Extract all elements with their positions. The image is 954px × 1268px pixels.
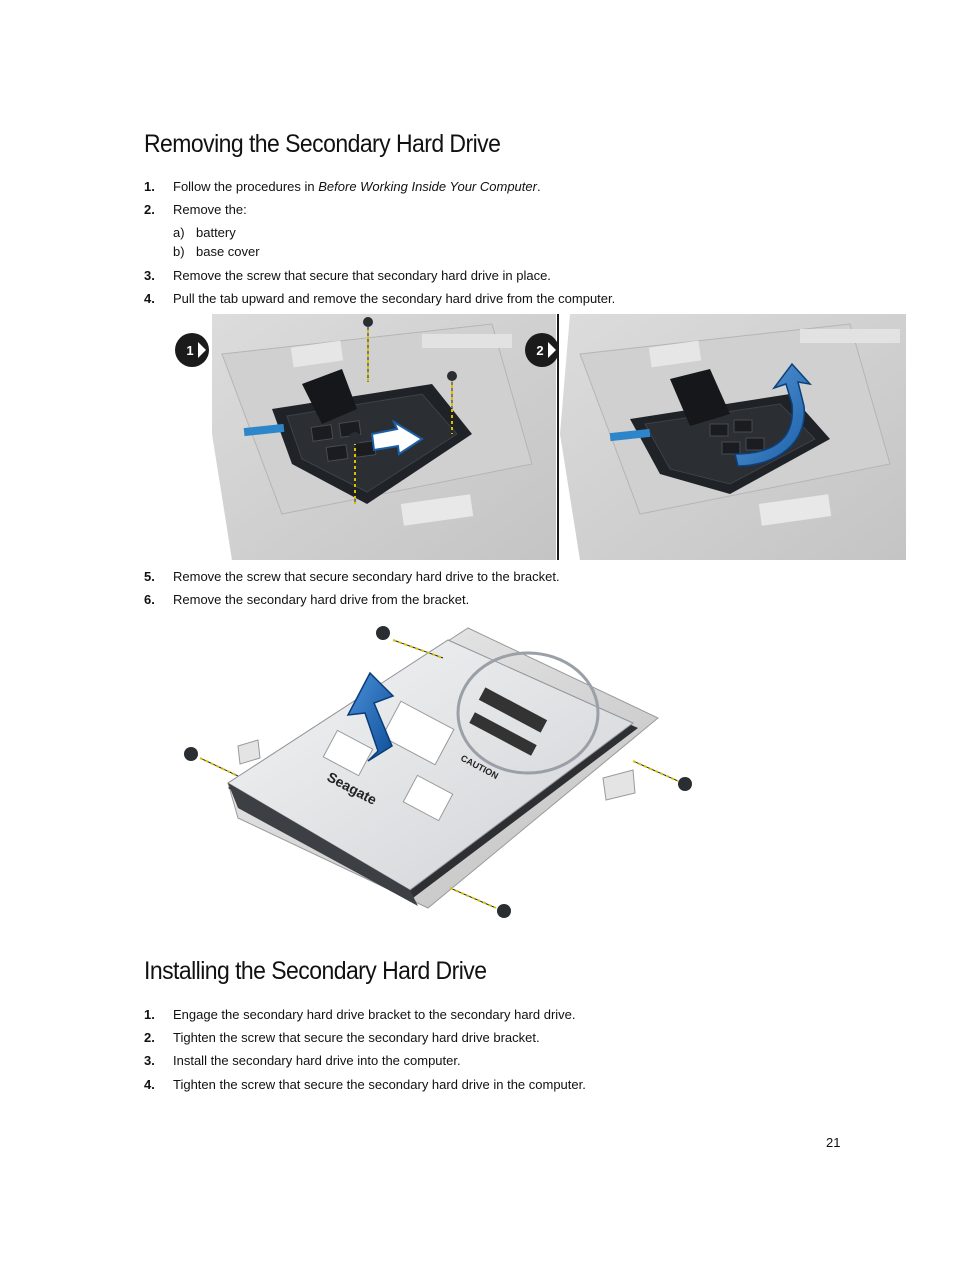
step-number: 6. bbox=[144, 592, 155, 607]
figure-remove-drive-from-computer: 1 2 bbox=[172, 314, 906, 560]
panel-1: 1 bbox=[172, 314, 556, 560]
page-number: 21 bbox=[826, 1135, 841, 1150]
svg-text:2: 2 bbox=[536, 343, 543, 358]
step-number: 3. bbox=[144, 1053, 155, 1068]
step-text: Remove the screw that secure that second… bbox=[173, 268, 551, 283]
panel-2: 2 bbox=[525, 314, 906, 560]
step-text: Tighten the screw that secure the second… bbox=[173, 1030, 540, 1045]
step-number: 2. bbox=[144, 1030, 155, 1045]
link-before-working: Before Working Inside Your Computer bbox=[318, 179, 537, 194]
callout-1: 1 bbox=[175, 333, 209, 367]
step-text: Remove the secondary hard drive from the… bbox=[173, 592, 470, 607]
substep-a: a)battery bbox=[173, 225, 236, 240]
step-number: 3. bbox=[144, 268, 155, 283]
step-text: Tighten the screw that secure the second… bbox=[173, 1077, 586, 1092]
svg-text:1: 1 bbox=[186, 343, 193, 358]
step-text: Remove the screw that secure secondary h… bbox=[173, 569, 560, 584]
step-text: Follow the procedures in Before Working … bbox=[173, 179, 541, 194]
figure-remove-drive-from-bracket: Seagate CAUTION bbox=[184, 626, 692, 918]
step-number: 1. bbox=[144, 1007, 155, 1022]
step-number: 4. bbox=[144, 291, 155, 306]
section-title-installing: Installing the Secondary Hard Drive bbox=[144, 957, 487, 985]
section-title-removing: Removing the Secondary Hard Drive bbox=[144, 130, 501, 158]
step-text: Install the secondary hard drive into th… bbox=[173, 1053, 461, 1068]
step-text: Remove the: bbox=[173, 202, 247, 217]
callout-2: 2 bbox=[525, 333, 559, 367]
substep-b: b)base cover bbox=[173, 244, 260, 259]
step-number: 4. bbox=[144, 1077, 155, 1092]
step-text: Engage the secondary hard drive bracket … bbox=[173, 1007, 576, 1022]
step-number: 5. bbox=[144, 569, 155, 584]
step-text: Pull the tab upward and remove the secon… bbox=[173, 291, 616, 306]
step-number: 2. bbox=[144, 202, 155, 217]
step-number: 1. bbox=[144, 179, 155, 194]
